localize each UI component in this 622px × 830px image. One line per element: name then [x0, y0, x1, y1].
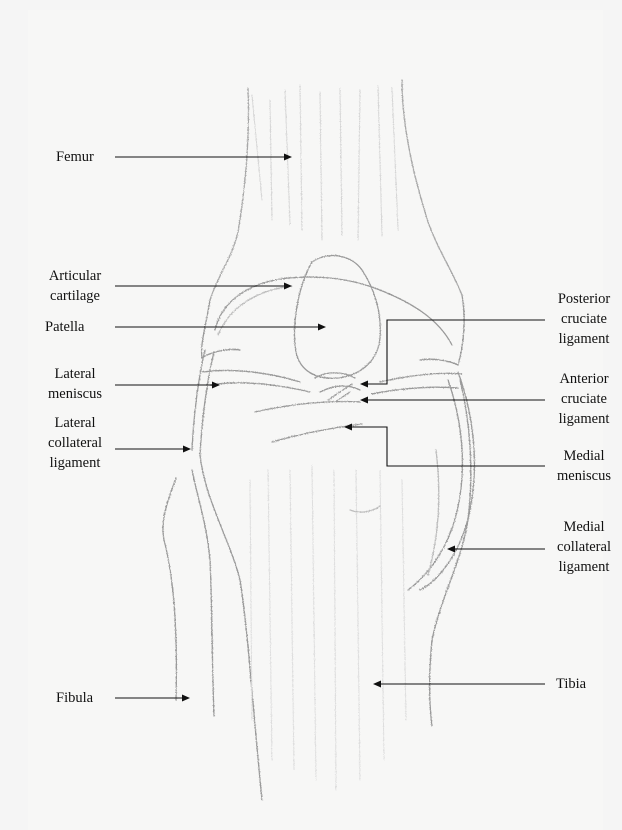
medial-collateral-ligament-line	[408, 372, 474, 590]
label-tibia: Tibia	[556, 674, 586, 694]
label-articular-cartilage: Articular cartilage	[40, 266, 110, 306]
lateral-meniscus-line	[203, 370, 310, 392]
label-anterior-cruciate-ligament: Anterior cruciate ligament	[548, 369, 620, 429]
label-lateral-meniscus: Lateral meniscus	[40, 364, 110, 404]
label-medial-meniscus: Medial meniscus	[548, 446, 620, 486]
leader-lines	[115, 157, 545, 698]
label-patella: Patella	[45, 317, 84, 337]
label-femur: Femur	[56, 147, 94, 167]
fibula-outline	[163, 470, 214, 716]
label-fibula: Fibula	[56, 688, 93, 708]
arrow-medial-meniscus	[345, 427, 545, 466]
tibial-plateau	[255, 401, 362, 442]
arrow-posterior-cruciate-ligament	[361, 320, 545, 384]
femur-shaft	[210, 80, 462, 300]
knee-sketch	[163, 80, 475, 800]
label-lateral-collateral-ligament: Lateral collateral ligament	[35, 413, 115, 473]
lateral-collateral-ligament-line	[192, 350, 214, 455]
patella-outline	[295, 256, 381, 379]
label-posterior-cruciate-ligament: Posterior cruciate ligament	[548, 289, 620, 349]
label-medial-collateral-ligament: Medial collateral ligament	[548, 517, 620, 577]
articular-cartilage-arc	[215, 277, 452, 345]
